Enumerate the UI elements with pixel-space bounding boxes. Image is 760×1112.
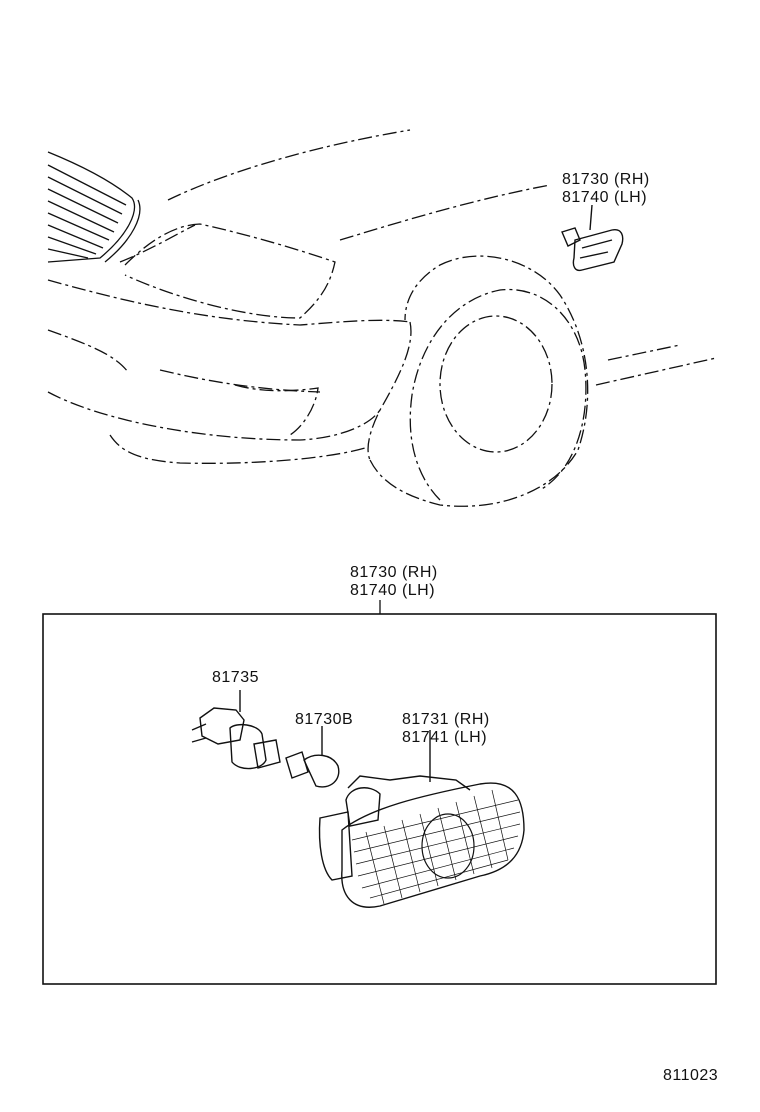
tire: [409, 288, 587, 501]
bulb-part-label: 81730B: [295, 711, 353, 728]
body-line-1: [47, 279, 411, 326]
lens-part-rh: 81731 (RH): [402, 711, 490, 728]
car-front-illustration: [47, 129, 717, 507]
diagram-number: 811023: [663, 1067, 718, 1084]
car-marker-part-rh: 81730 (RH): [562, 171, 650, 188]
fender-top-line: [339, 184, 551, 241]
assembly-frame: [42, 613, 717, 985]
bumper-line: [159, 369, 321, 393]
hood-edge: [119, 224, 196, 263]
assembly-part-rh: 81730 (RH): [350, 564, 438, 581]
bumper-lower: [47, 391, 381, 441]
assembly-part-lh: 81740 (LH): [350, 582, 435, 599]
grille: [47, 151, 141, 263]
lens-part-lh: 81741 (LH): [402, 729, 487, 746]
body-line-2: [47, 329, 129, 373]
headlamp: [124, 223, 336, 319]
side-marker-on-car: [561, 204, 624, 272]
rocker-line-1: [607, 344, 681, 361]
lower-valance: [109, 434, 366, 464]
fog-lamp: [234, 384, 319, 436]
rocker-line-2: [595, 357, 717, 386]
wheel-hub: [439, 315, 553, 453]
socket-part-label: 81735: [212, 669, 259, 686]
front-corner: [367, 321, 412, 461]
car-marker-part-lh: 81740 (LH): [562, 189, 647, 206]
side-marker-lens: [318, 730, 525, 908]
bulb-socket: [191, 690, 281, 770]
lens-center: [421, 813, 475, 879]
lens-grid: [351, 789, 521, 905]
hood-line: [167, 129, 411, 201]
wedge-bulb: [285, 726, 340, 788]
wheel-arch: [369, 255, 589, 507]
